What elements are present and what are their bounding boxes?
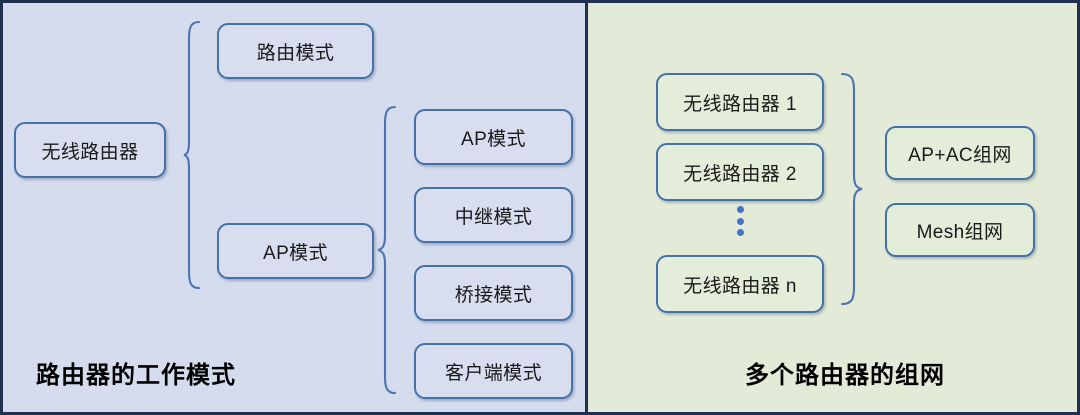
node-label: AP模式 (263, 242, 328, 264)
node-wireless-router-root[interactable]: 无线路由器 (14, 122, 166, 178)
node-wireless-router-2[interactable]: 无线路由器 2 (656, 143, 824, 201)
node-routing-mode[interactable]: 路由模式 (217, 23, 374, 79)
node-label: 无线路由器 1 (683, 93, 797, 115)
panel-left-caption: 路由器的工作模式 (36, 362, 236, 389)
node-label: AP模式 (461, 128, 526, 150)
node-label: AP+AC组网 (908, 144, 1012, 166)
node-ap-mode-parent[interactable]: AP模式 (217, 223, 374, 279)
vertical-ellipsis-icon (736, 206, 744, 236)
node-client-mode[interactable]: 客户端模式 (414, 343, 573, 399)
brace-routers-to-networking (840, 72, 863, 306)
node-label: 无线路由器 n (683, 275, 797, 297)
panel-multi-router-networking: 无线路由器 1 无线路由器 2 无线路由器 n AP+AC组网 Mesh组网 多… (585, 0, 1080, 415)
node-wireless-router-1[interactable]: 无线路由器 1 (656, 73, 824, 131)
node-label: 无线路由器 (41, 141, 139, 163)
panel-router-working-modes: 无线路由器 路由模式 AP模式 AP模式 中继模式 桥接模式 客户端模式 (0, 0, 588, 415)
node-ap-mode[interactable]: AP模式 (414, 109, 573, 165)
node-repeater-mode[interactable]: 中继模式 (414, 187, 573, 243)
node-label: Mesh组网 (916, 221, 1004, 243)
node-wireless-router-n[interactable]: 无线路由器 n (656, 255, 824, 313)
node-label: 无线路由器 2 (683, 163, 797, 185)
panel-right-caption: 多个路由器的组网 (745, 362, 945, 389)
node-label: 路由模式 (256, 42, 335, 64)
node-label: 客户端模式 (444, 362, 542, 384)
node-ap-ac-networking[interactable]: AP+AC组网 (885, 126, 1035, 180)
node-label: 桥接模式 (454, 284, 533, 306)
node-bridge-mode[interactable]: 桥接模式 (414, 265, 573, 321)
brace-root-to-level1 (183, 20, 201, 290)
node-label: 中继模式 (454, 206, 533, 228)
brace-ap-mode-to-level2 (377, 105, 397, 395)
node-mesh-networking[interactable]: Mesh组网 (885, 203, 1035, 257)
